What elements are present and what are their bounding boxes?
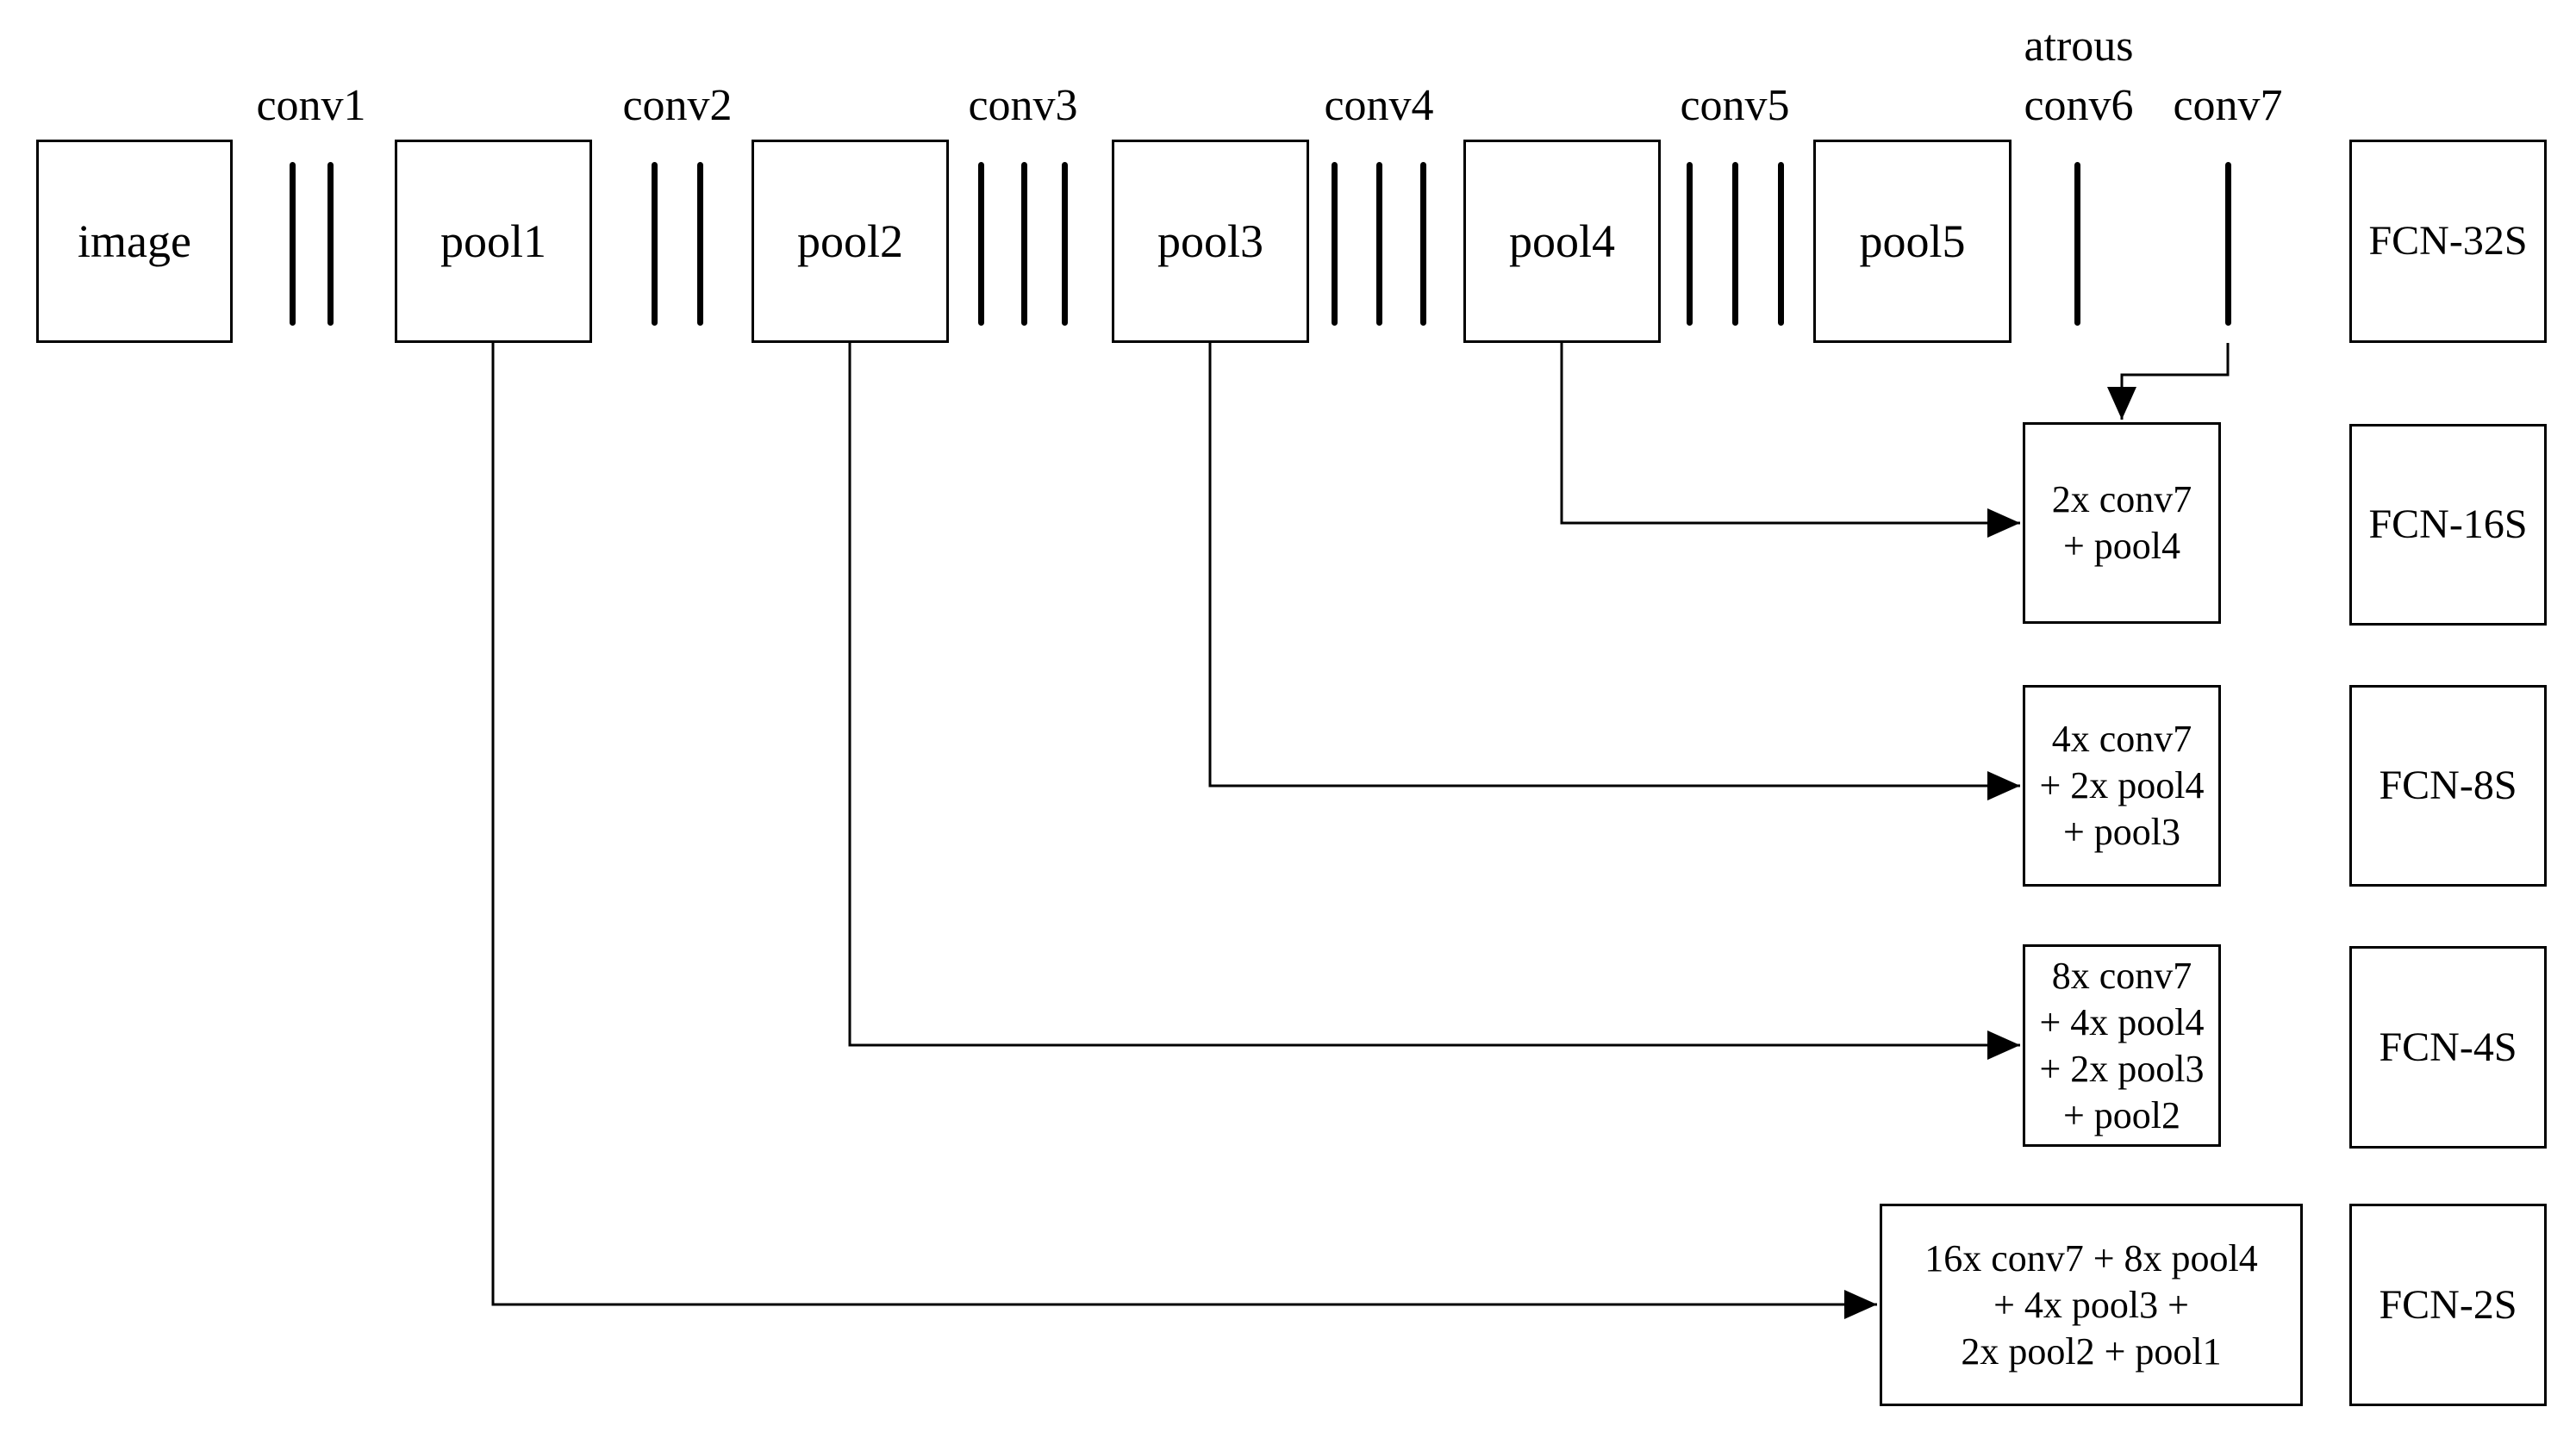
pool4-box: pool4 [1463,140,1661,343]
conv5-label-line: conv5 [1680,81,1790,130]
atrous-conv6-layer-bar [2074,162,2080,326]
fcn-32s-box: FCN-32S [2349,140,2547,343]
conv7-layer-bar [2224,162,2231,326]
fcn-4s-box: FCN-4S [2349,946,2547,1149]
fcn-16s-label: FCN-16S [2368,501,2528,547]
pool5-box: pool5 [1813,140,2012,343]
conv4-label-line: conv4 [1324,81,1434,130]
fusion-4s-label-line: + 4x pool4 [2039,1000,2205,1043]
fcn-4s-label: FCN-4S [2379,1024,2517,1070]
conv1-layer-bar [289,162,296,326]
fusion-8s-label-line: + pool3 [2062,811,2181,853]
pool2-box: pool2 [752,140,949,343]
conv2-layer-bar [696,162,703,326]
fcn-8s-box: FCN-8S [2349,685,2547,887]
fcn-8s-label: FCN-8S [2379,763,2517,808]
fcn-16s-box: FCN-16S [2349,424,2547,626]
pool1-box: pool1 [395,140,592,343]
conv4-layer-bar [1331,162,1338,326]
fusion-4s-label: 8x conv7+ 4x pool4+ 2x pool3+ pool2 [2039,953,2204,1139]
conv3-label-line: conv3 [968,81,1078,130]
conv5-layer-bar [1777,162,1784,326]
fusion-4s-label-line: + 2x pool3 [2039,1047,2205,1090]
fusion-4s-label-line: 8x conv7 [2051,954,2192,997]
conv7-label-line: conv7 [2173,81,2283,130]
fusion-16s-label-line: + pool4 [2062,525,2181,567]
conv4-layer-bar [1419,162,1426,326]
fusion-2s-label-line: 2x pool2 + pool1 [1961,1329,2222,1373]
conv2-label-line: conv2 [622,81,733,130]
conv1-label-line: conv1 [256,81,366,130]
image-box: image [36,140,233,343]
pool2-label: pool2 [796,215,903,267]
pool4-label: pool4 [1508,215,1615,267]
conv5-label: conv5 [1680,76,1789,135]
conv3-layer-bar [1061,162,1068,326]
conv5-layer-bar [1731,162,1738,326]
fusion-4s-label-line: + pool2 [2062,1093,2181,1136]
conv4-layer-bar [1375,162,1382,326]
fusion-8s-box: 4x conv7+ 2x pool4 + pool3 [2023,685,2221,887]
pool3-label: pool3 [1157,215,1263,267]
conv7-label: conv7 [2173,76,2282,135]
atrous-conv6-label-line: conv6 [2024,81,2134,130]
atrous-conv6-label-line: atrous [2024,22,2134,71]
fusion-2s-box: 16x conv7 + 8x pool4+ 4x pool3 +2x pool2… [1880,1204,2303,1406]
image-label: image [78,215,191,267]
fusion-8s-label: 4x conv7+ 2x pool4 + pool3 [2039,716,2204,856]
conv1-label: conv1 [256,76,365,135]
conv3-layer-bar [1020,162,1027,326]
conv3-label: conv3 [968,76,1077,135]
conv4-label: conv4 [1324,76,1433,135]
pool1-label: pool1 [440,215,546,267]
fusion-16s-label: 2x conv7 + pool4 [2052,476,2192,570]
conv1-layer-bar [327,162,334,326]
fcn-32s-label: FCN-32S [2368,218,2528,264]
fusion-16s-label-line: 2x conv7 [2051,478,2192,520]
fcn-2s-box: FCN-2S [2349,1204,2547,1406]
fusion-8s-label-line: + 2x pool4 [2039,764,2205,806]
conv3-layer-bar [977,162,984,326]
fusion-2s-label-line: + 4x pool3 + [1993,1283,2189,1326]
pool5-label: pool5 [1859,215,1966,267]
fusion-2s-label: 16x conv7 + 8x pool4+ 4x pool3 +2x pool2… [1924,1236,2258,1375]
atrous-conv6-label: atrous conv6 [2024,16,2133,135]
fcn-2s-label: FCN-2S [2379,1281,2517,1328]
conv5-layer-bar [1686,162,1693,326]
fusion-8s-label-line: 4x conv7 [2051,718,2192,760]
fusion-2s-label-line: 16x conv7 + 8x pool4 [1924,1236,2258,1279]
conv2-layer-bar [651,162,658,326]
fusion-16s-box: 2x conv7 + pool4 [2023,422,2221,624]
conv2-label: conv2 [622,76,732,135]
fusion-4s-box: 8x conv7+ 4x pool4+ 2x pool3+ pool2 [2023,944,2221,1147]
pool3-box: pool3 [1112,140,1309,343]
